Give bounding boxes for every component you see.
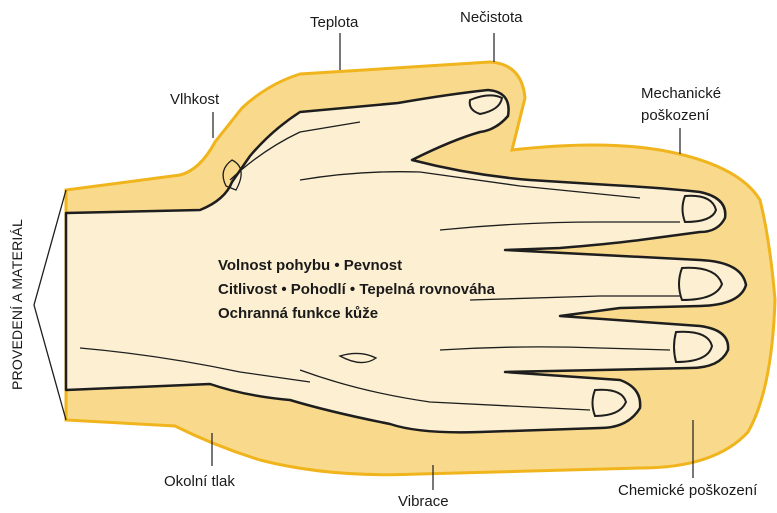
side-label: PROVEDENÍ A MATERIÁL <box>9 219 25 390</box>
label-mechanicke-line2: poškození <box>641 107 709 125</box>
label-vibrace: Vibrace <box>398 493 449 511</box>
side-bracket <box>34 190 66 420</box>
label-vlhkost: Vlhkost <box>170 91 219 109</box>
label-necistota: Nečistota <box>460 9 523 27</box>
label-okolni-tlak: Okolní tlak <box>164 473 235 491</box>
label-mechanicke-line1: Mechanické <box>641 85 721 103</box>
label-teplota: Teplota <box>310 14 358 32</box>
label-chemicke: Chemické poškození <box>618 482 757 500</box>
center-line-1: Volnost pohybu • Pevnost <box>218 254 495 278</box>
center-line-2: Citlivost • Pohodlí • Tepelná rovnováha <box>218 278 495 302</box>
center-properties: Volnost pohybu • Pevnost Citlivost • Poh… <box>218 254 495 326</box>
center-line-3: Ochranná funkce kůže <box>218 302 495 326</box>
